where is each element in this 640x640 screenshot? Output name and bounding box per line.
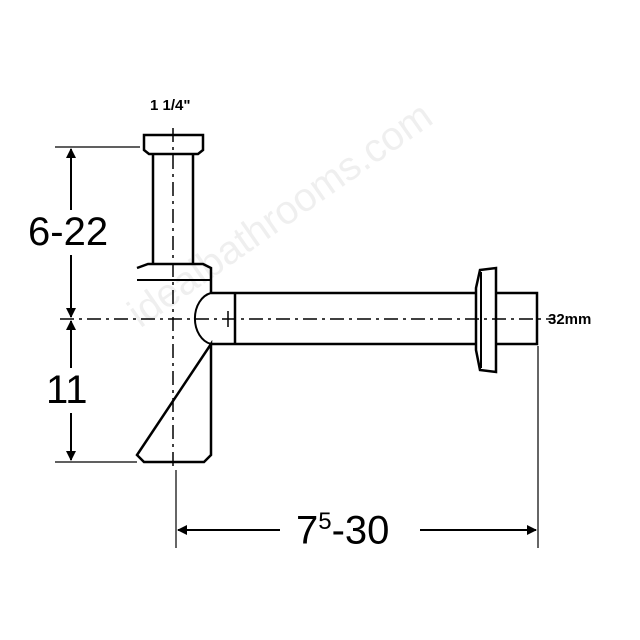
length-base: 7 (296, 508, 319, 553)
upper-height-label: 6-22 (28, 210, 109, 255)
inlet-tube (151, 154, 195, 263)
length-superscript: 5 (318, 508, 332, 535)
trap-body (135, 262, 213, 464)
outlet-pipe (211, 291, 539, 346)
length-rest: -30 (331, 508, 390, 553)
length-label: 75-30 (292, 508, 394, 554)
elbow (193, 292, 212, 345)
outlet-size-label: 32mm (548, 311, 592, 328)
wall-flange (474, 266, 498, 374)
lower-height-label: 11 (46, 368, 88, 413)
inlet-cap (142, 133, 205, 156)
inlet-size-label: 1 1/4" (150, 97, 191, 114)
